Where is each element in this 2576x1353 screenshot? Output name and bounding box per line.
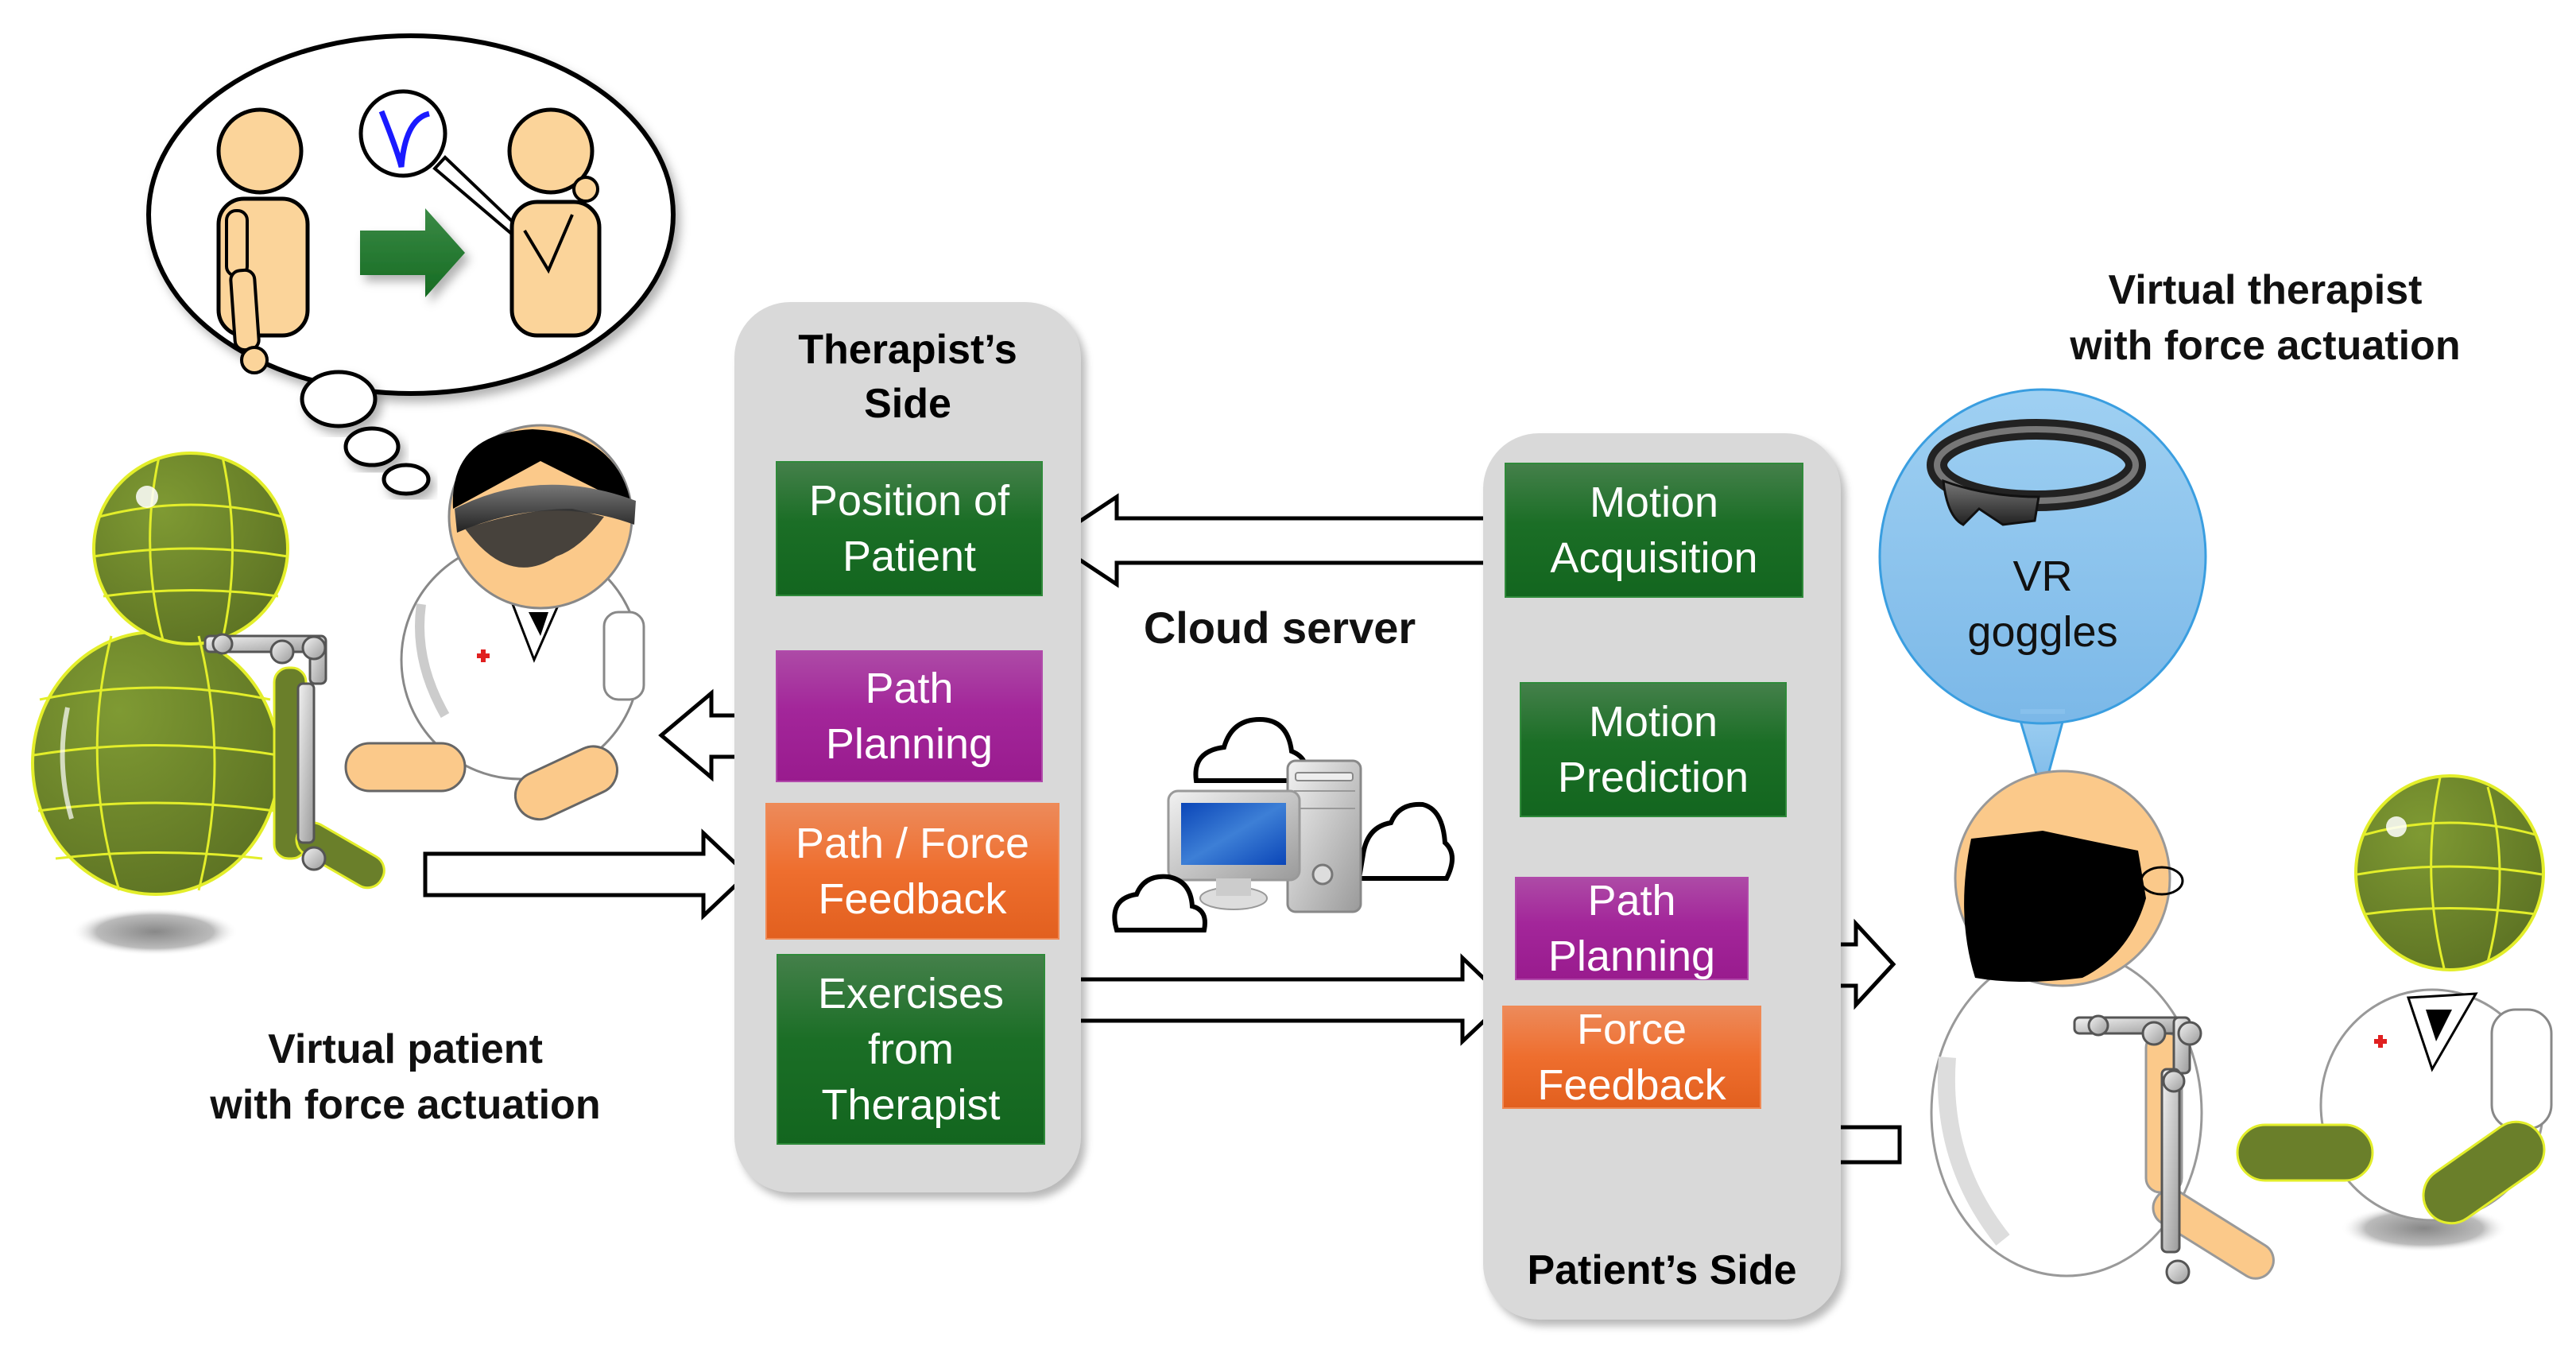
block-motion-acquisition: Motion Acquisition [1505, 463, 1803, 598]
cloud-server-label: Cloud server [1143, 603, 1416, 653]
virtual-patient-label: Virtual patient with force actuation [210, 1026, 601, 1128]
vr-goggles-bubble [1878, 388, 2207, 800]
arrow-exercises-to-patient [1067, 953, 1509, 1046]
block-position-of-patient: Position of Patient [776, 461, 1043, 596]
cloud-server-icon [1112, 716, 1455, 932]
exoskeleton-icon [2073, 1014, 2202, 1285]
block-force-feedback: Force Feedback [1502, 1006, 1761, 1109]
vr-goggles-label: VR goggles [1967, 552, 2118, 656]
arrow-to-therapist-side [1047, 493, 1497, 588]
vr-headset-icon [1927, 419, 2146, 526]
therapist-with-goggles [344, 424, 645, 821]
block-motion-prediction: Motion Prediction [1520, 682, 1787, 817]
patient-side-title: Patient’s Side [1527, 1247, 1797, 1293]
block-path-planning-therapist: Path Planning [776, 650, 1043, 782]
figure-arm-bent-icon [507, 107, 602, 338]
block-path-planning-patient: Path Planning [1515, 877, 1749, 980]
arrow-avatar-to-feedback [423, 828, 750, 921]
virtual-therapist-avatar [2236, 774, 2553, 1252]
block-path-force-feedback: Path / Force Feedback [765, 803, 1059, 940]
green-arrow-icon [360, 208, 465, 297]
patient-with-exoskeleton [1930, 770, 2275, 1285]
thought-bubble [146, 33, 676, 496]
virtual-therapist-label: Virtual therapist with force actuation [2070, 267, 2461, 369]
figure-arm-down-icon [216, 107, 310, 374]
exoskeleton-icon [203, 633, 327, 871]
block-exercises-from-therapist: Exercises from Therapist [777, 954, 1045, 1145]
therapist-side-title: Therapist’s Side [798, 327, 1017, 427]
virtual-patient-avatar [31, 452, 385, 956]
